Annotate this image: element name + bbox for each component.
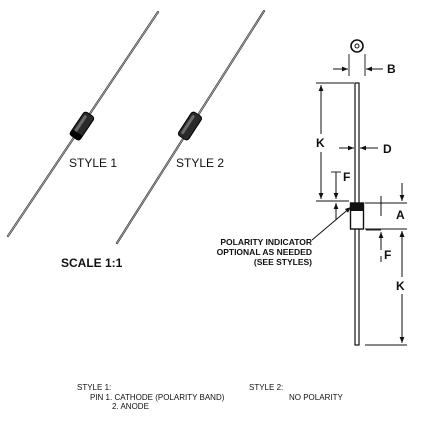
dimension-k-lower-label: K bbox=[396, 279, 405, 293]
style2-diode bbox=[115, 9, 266, 245]
end-view-circle bbox=[350, 39, 364, 53]
polarity-note-line2: OPTIONAL AS NEEDED bbox=[216, 247, 312, 257]
style1-polarity-band bbox=[69, 129, 83, 141]
dimension-k-upper-label: K bbox=[316, 136, 325, 150]
side-view bbox=[311, 39, 407, 346]
style1-title: STYLE 1: bbox=[77, 383, 112, 392]
polarity-leader bbox=[311, 206, 352, 241]
style2-title: STYLE 2: bbox=[249, 383, 284, 392]
style2-text: NO POLARITY bbox=[289, 392, 343, 402]
polarity-indicator-note: POLARITY INDICATOR OPTIONAL AS NEEDED (S… bbox=[204, 237, 312, 267]
polarity-note-line1: POLARITY INDICATOR bbox=[220, 237, 312, 247]
scale-label: SCALE 1:1 bbox=[61, 256, 123, 270]
polarity-note-line3: (SEE STYLES) bbox=[253, 257, 312, 267]
dimension-f-upper-label: F bbox=[343, 170, 351, 184]
style1-label: STYLE 1 bbox=[69, 156, 118, 170]
style2-label: STYLE 2 bbox=[176, 156, 225, 170]
dimension-d-label: D bbox=[383, 142, 392, 156]
style2-body bbox=[177, 111, 203, 141]
dimension-f-lower-label: F bbox=[384, 248, 392, 262]
style1-diode bbox=[6, 10, 160, 238]
side-view-polarity-band bbox=[350, 203, 364, 211]
style1-pin2: 2. ANODE bbox=[112, 402, 149, 411]
style2-notes: STYLE 2: NO POLARITY bbox=[249, 383, 343, 402]
dimension-a-label: A bbox=[396, 208, 405, 222]
dimension-b-label: B bbox=[387, 62, 396, 76]
style1-pin1: PIN 1. CATHODE (POLARITY BAND) bbox=[90, 392, 225, 402]
style1-notes: STYLE 1: PIN 1. CATHODE (POLARITY BAND) … bbox=[77, 383, 224, 412]
